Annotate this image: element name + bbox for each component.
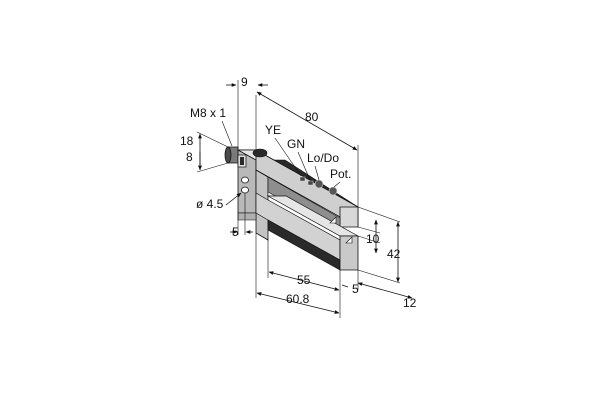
led-green-icon (307, 180, 314, 186)
label-connector-height: 18 (180, 134, 194, 148)
label-led-yellow: YE (265, 123, 281, 137)
label-total-length: 80 (305, 110, 319, 124)
dimension-labels: 9 80 M8 x 1 YE GN Lo/Do Pot. 18 8 ø 4.5 … (180, 75, 417, 310)
label-potentiometer: Pot. (330, 167, 351, 181)
label-hole-diameter: ø 4.5 (196, 197, 224, 211)
label-connector-offset: 9 (241, 75, 248, 89)
label-hole-edge: 5 (232, 225, 239, 239)
mode-switch-icon (314, 179, 324, 189)
label-thickness: 12 (403, 296, 417, 310)
fork-sensor-body (224, 146, 360, 271)
top-window (252, 148, 268, 158)
mounting-hole-lower (241, 186, 249, 194)
m8-connector (224, 146, 247, 168)
label-led-green: GN (287, 137, 305, 151)
led-yellow-icon (299, 176, 306, 182)
label-slot-depth: 55 (297, 273, 311, 287)
upper-arm-tip (339, 206, 359, 228)
label-slot-width: 10 (366, 232, 380, 246)
label-connector-depth: 8 (186, 150, 193, 164)
label-tip-offset: 5 (352, 282, 359, 296)
emitter-triangle-icon (329, 216, 337, 224)
dimension-lines (196, 80, 413, 318)
potentiometer-icon (328, 186, 338, 196)
receiver-triangle-icon (345, 236, 353, 244)
label-leaders (221, 120, 341, 188)
sensor-end-face-lower (237, 212, 257, 221)
label-connector-thread: M8 x 1 (190, 106, 226, 120)
mounting-hole-upper (241, 176, 249, 184)
label-body-depth: 60.8 (286, 292, 310, 306)
label-mode-switch: Lo/Do (307, 151, 339, 165)
label-total-height: 42 (387, 247, 401, 261)
